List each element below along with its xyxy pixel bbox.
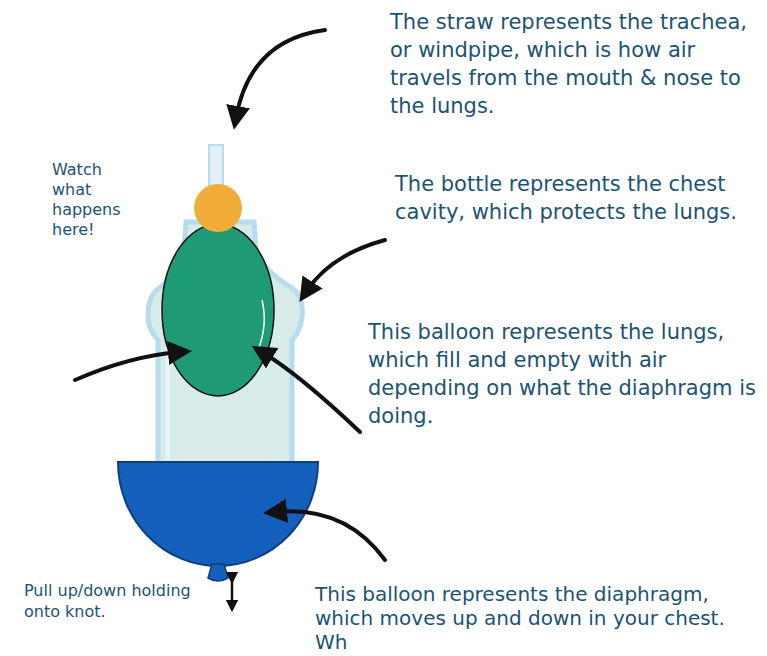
balloon-shine [258, 300, 264, 350]
bottle-note: The bottle represents the chest cavity, … [395, 170, 760, 226]
bottle [148, 222, 302, 470]
pull-note: Pull up/down holding onto knot. [24, 580, 192, 622]
pull-arrow [231, 578, 234, 606]
diaphragm-balloon [118, 462, 318, 566]
watch-note: Watch what happens here! [52, 160, 132, 240]
stopper [194, 184, 242, 232]
lungs-note: This balloon represents the lungs, which… [368, 318, 762, 430]
straw-note: The straw represents the trachea, or win… [390, 8, 762, 120]
lung-balloon [162, 224, 274, 396]
callout-arrows [75, 30, 385, 560]
balloon-knot [208, 564, 228, 581]
diaphragm-note: This balloon represents the diaphragm, w… [315, 582, 763, 654]
